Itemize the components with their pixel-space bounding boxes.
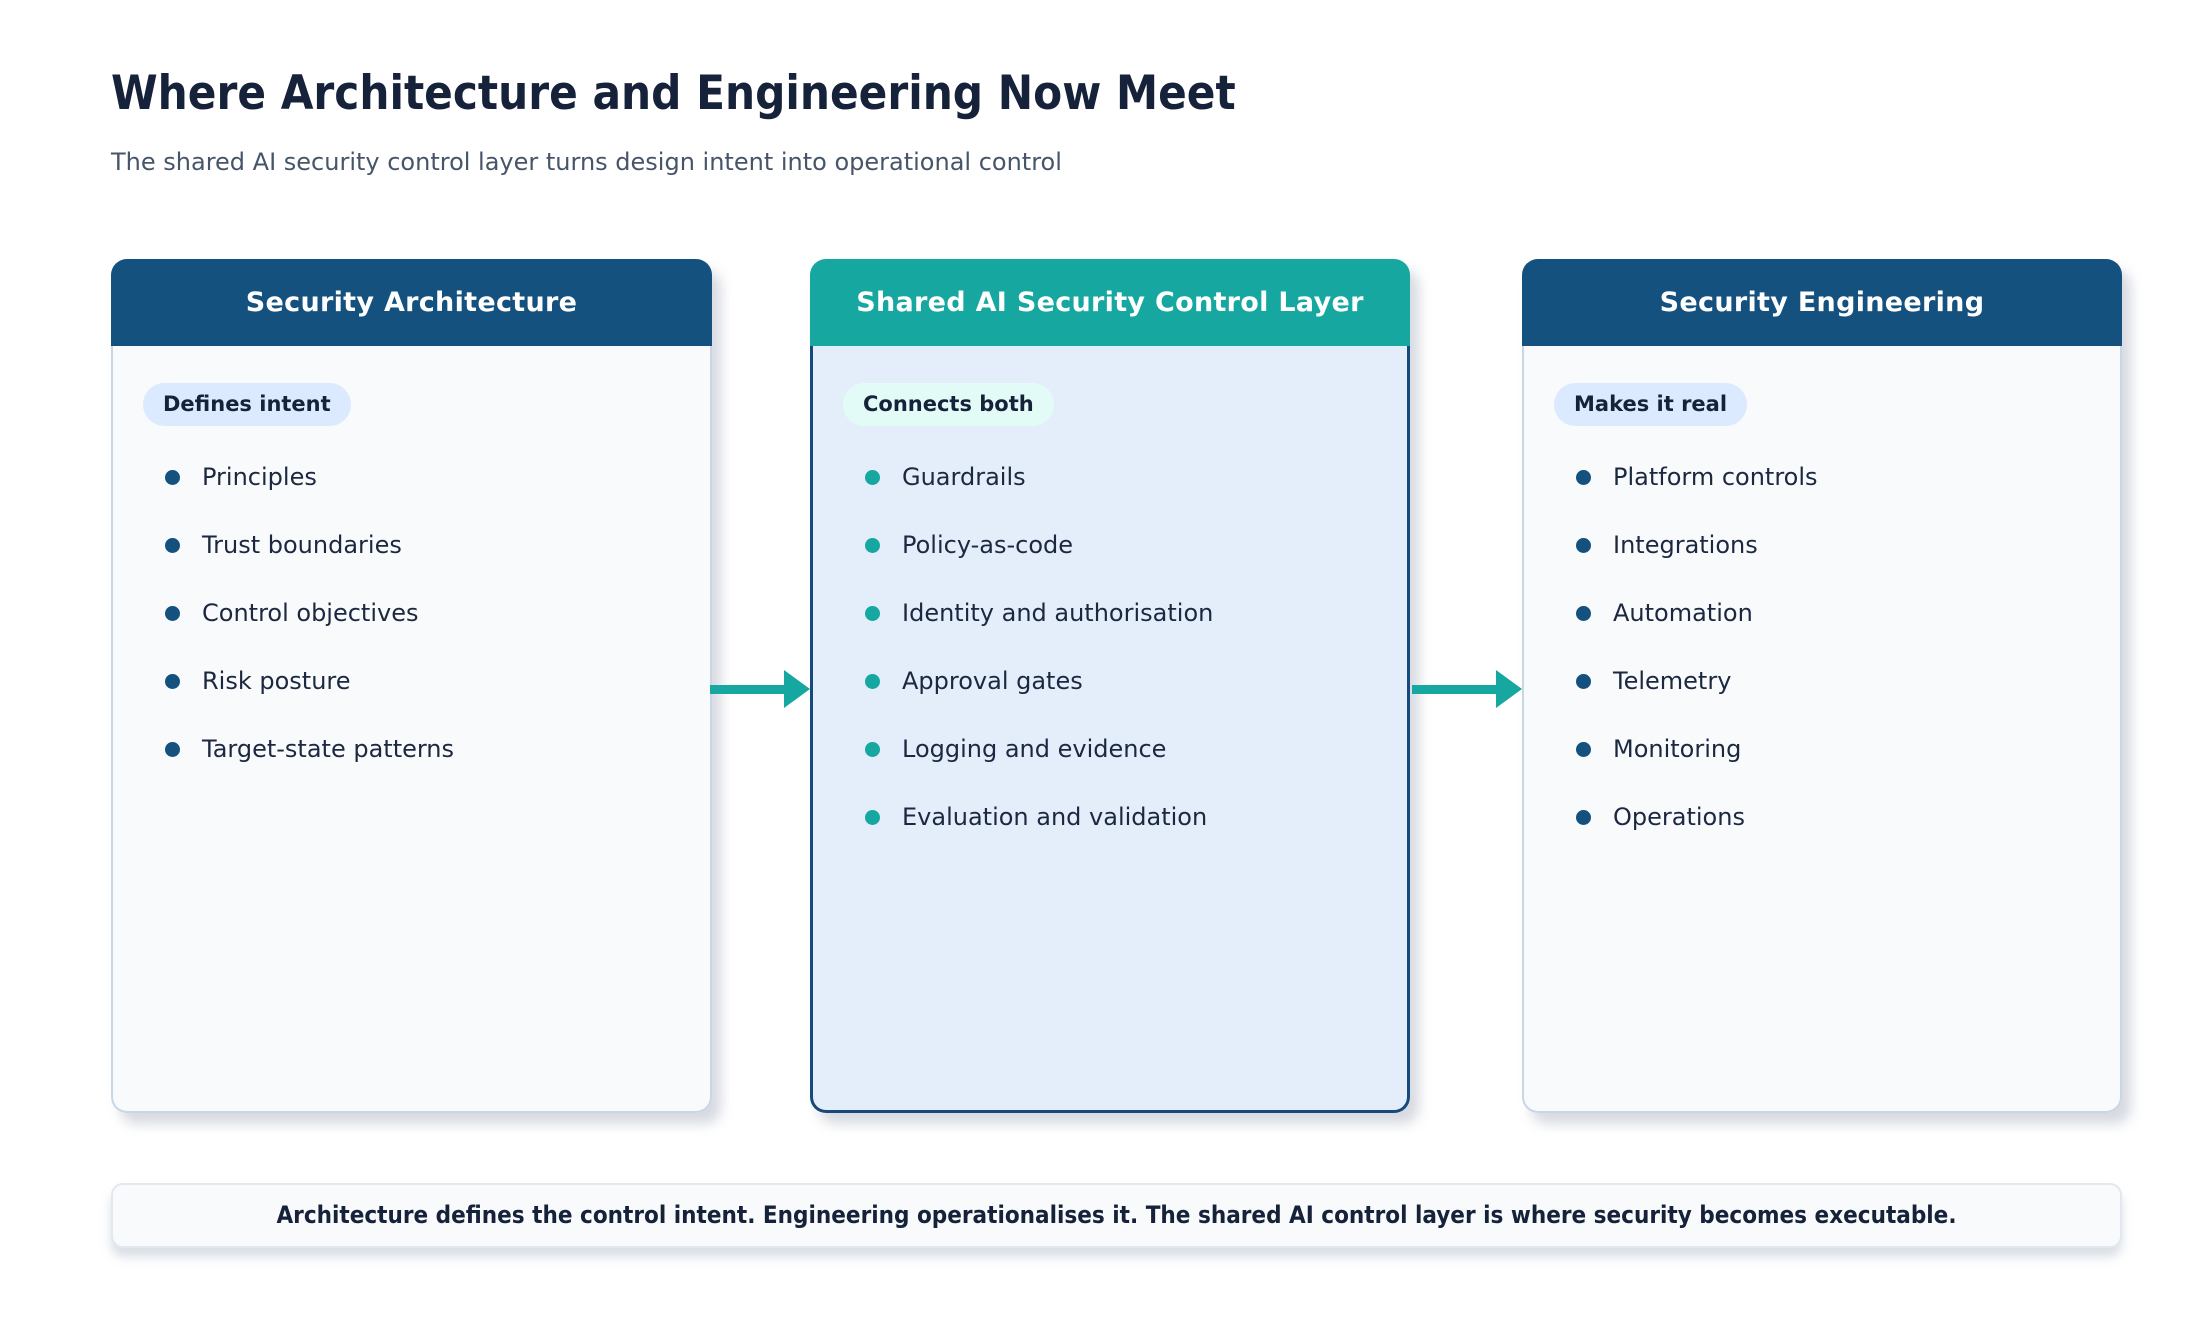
item-label: Evaluation and validation (902, 803, 1208, 832)
summary-text: Architecture defines the control intent.… (276, 1201, 1957, 1229)
list-item: Identity and authorisation (843, 579, 1379, 647)
bullet-list: Principles Trust boundaries Control obje… (143, 443, 682, 783)
bullet-dot-icon (1576, 537, 1591, 553)
bullet-dot-icon (165, 605, 180, 621)
list-item: Trust boundaries (143, 511, 682, 579)
item-label: Principles (202, 463, 317, 492)
card-body: Connects both Guardrails Policy-as-code (810, 346, 1410, 1113)
item-label: Logging and evidence (902, 735, 1167, 764)
arrow-head (784, 670, 810, 708)
arrow-shaft (710, 684, 784, 694)
bullet-list: Platform controls Integrations Automatio… (1554, 443, 2092, 851)
list-item: Evaluation and validation (843, 783, 1379, 851)
item-label: Trust boundaries (202, 531, 402, 560)
list-item: Telemetry (1554, 647, 2092, 715)
card-title: Security Architecture (245, 287, 578, 318)
bullet-dot-icon (165, 469, 180, 485)
list-item: Integrations (1554, 511, 2092, 579)
role-badge: Defines intent (143, 383, 351, 427)
arrow-head (1496, 670, 1522, 708)
card-body: Makes it real Platform controls Integrat… (1522, 346, 2122, 1113)
page-title: Where Architecture and Engineering Now M… (111, 66, 1236, 121)
page-subtitle: The shared AI security control layer tur… (111, 148, 1062, 176)
list-item: Guardrails (843, 443, 1379, 511)
item-label: Approval gates (902, 667, 1083, 696)
list-item: Approval gates (843, 647, 1379, 715)
bullet-dot-icon (865, 741, 880, 757)
list-item: Policy-as-code (843, 511, 1379, 579)
role-badge: Makes it real (1554, 383, 1748, 427)
bullet-list: Guardrails Policy-as-code Identity and a… (843, 443, 1379, 851)
list-item: Automation (1554, 579, 2092, 647)
item-label: Operations (1613, 803, 1745, 832)
list-item: Principles (143, 443, 682, 511)
list-item: Monitoring (1554, 715, 2092, 783)
bullet-dot-icon (865, 469, 880, 485)
bullet-dot-icon (1576, 469, 1591, 485)
bullet-dot-icon (865, 809, 880, 825)
card-header: Shared AI Security Control Layer (810, 259, 1410, 346)
list-item: Platform controls (1554, 443, 2092, 511)
bullet-dot-icon (165, 741, 180, 757)
bullet-dot-icon (1576, 673, 1591, 689)
card-title: Shared AI Security Control Layer (856, 287, 1364, 318)
bullet-dot-icon (1576, 605, 1591, 621)
card-body: Defines intent Principles Trust boundari… (111, 346, 712, 1113)
card-header: Security Architecture (111, 259, 712, 346)
list-item: Control objectives (143, 579, 682, 647)
summary-banner: Architecture defines the control intent.… (111, 1183, 2122, 1248)
item-label: Control objectives (202, 599, 419, 628)
card-title: Security Engineering (1659, 287, 1985, 318)
item-label: Telemetry (1613, 667, 1732, 696)
bullet-dot-icon (1576, 809, 1591, 825)
item-label: Guardrails (902, 463, 1026, 492)
card-shared-ai-control-layer: Shared AI Security Control Layer Connect… (810, 259, 1410, 1113)
arrow-right-icon (710, 670, 810, 708)
card-header: Security Engineering (1522, 259, 2122, 346)
item-label: Monitoring (1613, 735, 1742, 764)
list-item: Logging and evidence (843, 715, 1379, 783)
bullet-dot-icon (165, 673, 180, 689)
list-item: Target-state patterns (143, 715, 682, 783)
item-label: Target-state patterns (202, 735, 455, 764)
arrow-right-icon (1412, 670, 1522, 708)
bullet-dot-icon (865, 673, 880, 689)
list-item: Risk posture (143, 647, 682, 715)
card-security-architecture: Security Architecture Defines intent Pri… (111, 259, 712, 1113)
role-badge: Connects both (843, 383, 1054, 427)
arrow-shaft (1412, 684, 1496, 694)
card-security-engineering: Security Engineering Makes it real Platf… (1522, 259, 2122, 1113)
item-label: Identity and authorisation (902, 599, 1214, 628)
bullet-dot-icon (865, 537, 880, 553)
bullet-dot-icon (1576, 741, 1591, 757)
bullet-dot-icon (165, 537, 180, 553)
item-label: Policy-as-code (902, 531, 1074, 560)
item-label: Risk posture (202, 667, 351, 696)
item-label: Integrations (1613, 531, 1758, 560)
item-label: Platform controls (1613, 463, 1818, 492)
bullet-dot-icon (865, 605, 880, 621)
item-label: Automation (1613, 599, 1753, 628)
list-item: Operations (1554, 783, 2092, 851)
